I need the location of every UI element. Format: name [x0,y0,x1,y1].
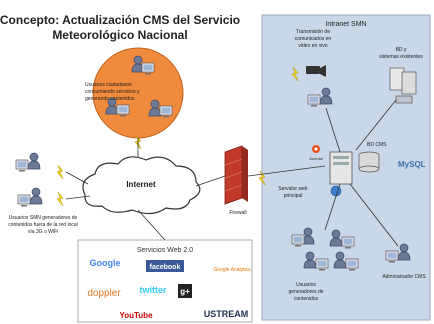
bd-server-link [355,99,397,151]
creators-link [324,183,341,231]
internet-label: Internet [126,180,156,189]
globe-icon [330,185,342,197]
title-line1: Concepto: Actualización CMS del Servicio [0,13,240,27]
google-logo: Google [90,258,121,268]
firewall-label: Firewall [229,210,246,216]
video-label-1: Transmisión de [296,29,330,35]
youtube-logo: YouTube [119,311,153,320]
twitter-logo: twitter [140,285,167,295]
database-icon [358,151,380,173]
legacy-servers-icon [389,67,417,104]
video-camera-icon [306,65,326,77]
bd-label-1: BD y [396,47,407,53]
remote-label-2: contenidos fuera de la red local [8,222,78,228]
admin-link [349,183,399,247]
services-box [77,239,253,323]
services-cloud-link [137,209,166,241]
remote-link-2 [65,195,91,200]
ustream-logo: USTREAM [204,309,249,319]
google-analytics-logo: Google Analytics [213,267,251,273]
creators-label-2: generadores de [288,289,323,295]
facebook-logo-bg [146,260,184,272]
cms-server-icon [329,151,353,185]
remote-user-2 [17,187,43,207]
services-title: Servicios Web 2.0 [137,247,193,254]
internet-cloud-icon [82,156,201,215]
admin-label: Administrador CMS [382,274,426,280]
remote-label-1: Usuarios SMN generadores de [9,215,78,221]
server-label-2: principal [284,193,303,199]
video-label-3: video en vivo [298,43,327,49]
server-label-1: Servidor web [278,186,307,192]
remote-label-3: vía 3G o WiFi [28,229,58,235]
citizens-label-2: consumiendo servicios y [85,89,140,95]
title-line2: Meteorológico Nacional [52,28,187,42]
gplus-logo: g+ [180,287,190,296]
joomla-label: Joomla! [309,156,323,161]
doppler-logo: doppler [87,288,121,299]
remote-bolt-2-icon [56,191,64,207]
remote-bolt-1-icon [56,164,64,180]
cloud-firewall-link [195,175,226,187]
joomla-logo-icon [312,145,320,153]
remote-user-1 [15,152,41,172]
creators-label-3: contenidos [294,296,319,302]
citizens-label-3: generando contenidos [85,96,135,102]
firewall-server-link [247,165,326,177]
video-label-2: comunicados en [295,36,332,42]
gplus-logo-bg [178,284,192,298]
video-server-link [325,107,341,153]
citizens-label-1: Usuarios ciudadanos [85,82,132,88]
bd-cms-label: BD CMS [367,142,387,148]
facebook-logo: facebook [150,264,181,271]
mysql-logo: MySQL [398,160,426,169]
creators-label-1: Usuarios [296,282,316,288]
bd-label-2: sistemas existentes [379,54,423,60]
intranet-label: Intranet SMN [325,21,366,28]
firewall-icon [224,145,248,205]
remote-link-1 [65,171,89,185]
